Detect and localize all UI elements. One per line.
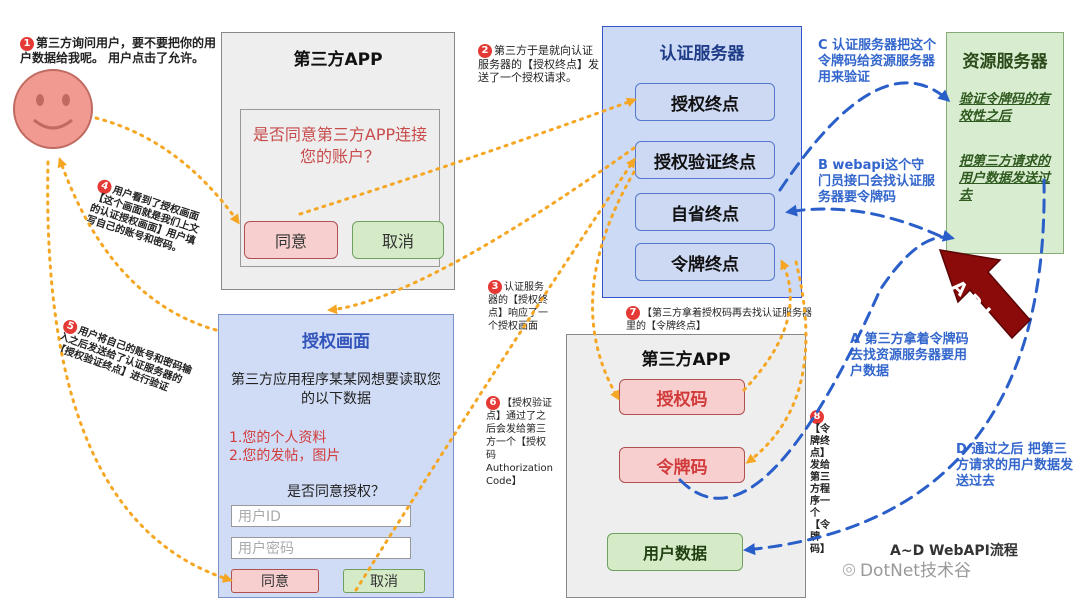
consent-question: 是否同意第三方APP连接您的账户？: [252, 125, 428, 166]
app-cancel-button[interactable]: 取消: [352, 221, 444, 259]
step-6-icon: 6: [486, 396, 500, 410]
arrow-step-b: [785, 204, 942, 238]
arrow-step-3: [327, 146, 636, 315]
auth-server-title: 认证服务器: [659, 44, 745, 64]
introspection-endpoint[interactable]: 自省终点: [635, 193, 775, 231]
authorization-screen-panel: 授权画面 第三方应用程序某某网想要读取您的以下数据 1.您的个人资料 2.您的发…: [218, 314, 454, 598]
authorization-code-box[interactable]: 授权码: [619, 379, 745, 415]
step-2-text: 第三方于是就向认证服务器的【授权终点】发送了一个授权请求。: [478, 44, 599, 84]
user-smiley-icon: [12, 68, 94, 150]
data-item-posts: 2.您的发帖，图片: [229, 448, 341, 464]
token-endpoint[interactable]: 令牌终点: [635, 243, 775, 281]
arrow-step-d: [743, 178, 1046, 556]
step-3-text: 认证服务器的【授权终点】响应了一个授权画面: [488, 282, 548, 332]
step-6-note: 6【授权验证点】通过了之后会发给第三方一个【授权码Authorization C…: [486, 396, 553, 488]
step-7-text: 【第三方拿着授权码再去找认证服务器里的【令牌终点】: [626, 308, 812, 332]
wechat-icon: ◎: [842, 559, 856, 578]
step-7-icon: 7: [626, 306, 640, 320]
third-party-app-panel: 第三方APP 是否同意第三方APP连接您的账户？ 同意 取消: [221, 32, 455, 290]
resource-line-2: 把第三方请求的用户数据发送过去: [959, 154, 1051, 203]
arrow-step-4: [57, 157, 218, 332]
note-c: C 认证服务器把这个令牌码给资源服务器用来验证: [818, 38, 937, 85]
note-d: D 通过之后 把第三方请求的用户数据发送过去: [956, 442, 1074, 489]
authorization-endpoint[interactable]: 授权终点: [635, 83, 775, 121]
third-party-app-title: 第三方APP: [293, 50, 383, 70]
step-8-text: 【令牌终点】发给第三方程序一个【令牌码】: [810, 424, 830, 555]
authorization-verify-endpoint[interactable]: 授权验证终点: [635, 141, 775, 179]
step-6-text: 【授权验证点】通过了之后会发给第三方一个【授权码Authorization Co…: [486, 398, 553, 487]
step-2-icon: 2: [478, 44, 492, 58]
arrow-step-6b: [591, 170, 636, 401]
resource-server-panel: 资源服务器 验证令牌码的有效性之后 把第三方请求的用户数据发送过去: [946, 32, 1064, 254]
arrow-step-a: [678, 230, 955, 500]
arrow-step-2: [298, 97, 637, 216]
resource-line-1: 验证令牌码的有效性之后: [959, 92, 1051, 124]
watermark: ◎ DotNet技术谷: [842, 556, 971, 581]
arrow-step-8: [745, 260, 808, 464]
consent-prompt: 是否同意授权？: [287, 484, 385, 500]
step-8-icon: 8: [810, 410, 824, 424]
note-b: B webapi这个守门员接口会找认证服务器要令牌码: [818, 158, 936, 205]
arrow-step-5: [46, 160, 233, 583]
watermark-text: DotNet技术谷: [859, 561, 971, 581]
step-1-icon: 1: [20, 36, 34, 51]
data-item-profile: 1.您的个人资料: [229, 430, 327, 446]
step-3-icon: 3: [488, 280, 502, 294]
user-data-box[interactable]: 用户数据: [607, 533, 743, 571]
app-agree-button[interactable]: 同意: [244, 221, 338, 259]
step-8-note: 8【令牌终点】发给第三方程序一个【令牌码】: [810, 410, 832, 556]
arrow-step-1: [94, 116, 240, 225]
arrow-step-6: [354, 157, 636, 592]
user-note-text: 第三方询问用户，要不要把你的用户数据给我呢。 用户点击了允许。: [20, 36, 217, 65]
authorization-screen-title: 授权画面: [302, 332, 370, 352]
password-input[interactable]: 用户密码: [231, 537, 411, 559]
login-cancel-button[interactable]: 取消: [343, 569, 425, 593]
arrow-step-7: [742, 259, 792, 392]
third-party-app-2-title: 第三方APP: [641, 350, 731, 370]
note-a: A 第三方拿着令牌码去找资源服务器要用户数据: [850, 332, 969, 379]
resource-server-title: 资源服务器: [962, 52, 1048, 72]
footer-label: A~D WebAPI流程: [890, 543, 1018, 559]
arrow-step-c: [778, 81, 951, 192]
login-agree-button[interactable]: 同意: [231, 569, 319, 593]
user-id-input[interactable]: 用户ID: [231, 505, 411, 527]
api-arrow-icon: [930, 240, 1040, 350]
step-7-note: 7【第三方拿着授权码再去找认证服务器里的【令牌终点】: [626, 306, 816, 333]
authorization-screen-desc: 第三方应用程序某某网想要读取您的以下数据: [231, 372, 441, 407]
